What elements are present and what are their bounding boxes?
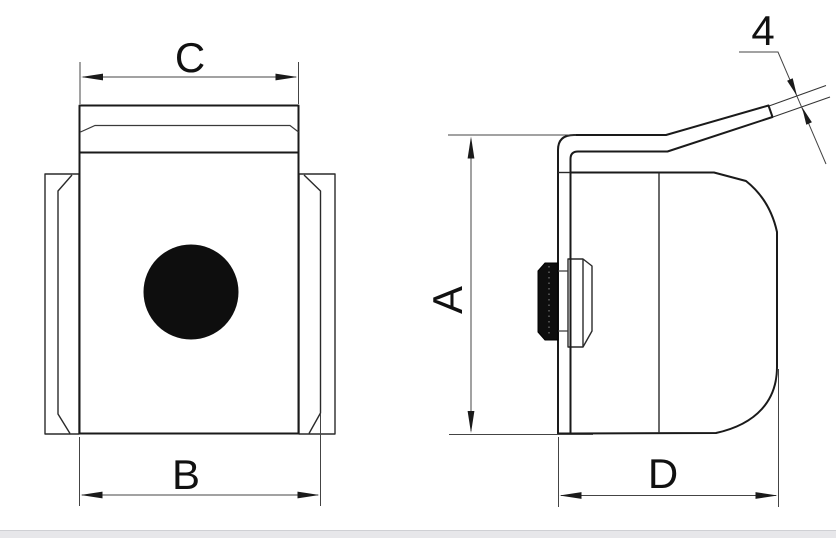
dim-a-extension-lines [448,134,593,435]
dim-a-label: A [424,286,471,314]
dim-c-label: C [175,34,205,81]
top-band-outline [78,104,300,154]
right-wing-outline [298,173,336,435]
block-outline [569,171,778,435]
arrowhead-left [559,492,582,499]
dim-thickness-leader [739,51,827,165]
front-view: C B [44,34,336,506]
top-band-fold-line [80,124,299,133]
dim-d-extension-lines [558,369,779,507]
front-top-band [78,104,300,154]
arrowhead-left [80,491,103,499]
dim-b-extension-lines [79,414,321,506]
dimension-a: A [424,134,593,435]
front-left-wing [44,173,80,435]
threaded-nut [537,262,568,341]
arrowhead-right [275,73,298,81]
front-right-wing [298,173,336,435]
dimension-thickness: 4 [739,7,827,165]
dimension-b: B [79,414,321,506]
leg-and-spring-strap [557,104,774,435]
dimension-c: C [79,34,299,104]
side-body-block [569,171,778,435]
dimension-d: D [558,369,779,507]
arrowhead-up [467,136,475,159]
left-wing-outline [44,173,80,435]
arrowhead-right [297,491,320,499]
arrowhead-down [467,411,475,433]
phantom-line-upper [768,85,827,107]
dim-b-label: B [172,451,200,498]
dim-c-extension-lines [79,62,299,104]
screw-hole [143,244,239,340]
nut-outline [537,262,559,341]
page-bottom-edge [0,530,836,538]
arrowhead-right [755,492,778,499]
nut-hole-edges-in-leg [558,270,568,332]
dim-d-label: D [648,450,678,497]
side-view: A D 4 [424,7,831,507]
nut-retainer-bracket [567,258,593,348]
left-wing-fold-lines [57,174,73,434]
front-body [78,151,300,435]
right-wing-fold-lines [303,174,322,434]
arrowhead-down-right [787,78,797,96]
dim-thickness-label: 4 [751,7,774,54]
bracket-outline [567,258,593,348]
arrowhead-up-left [802,107,812,125]
arrowhead-left [81,73,103,81]
